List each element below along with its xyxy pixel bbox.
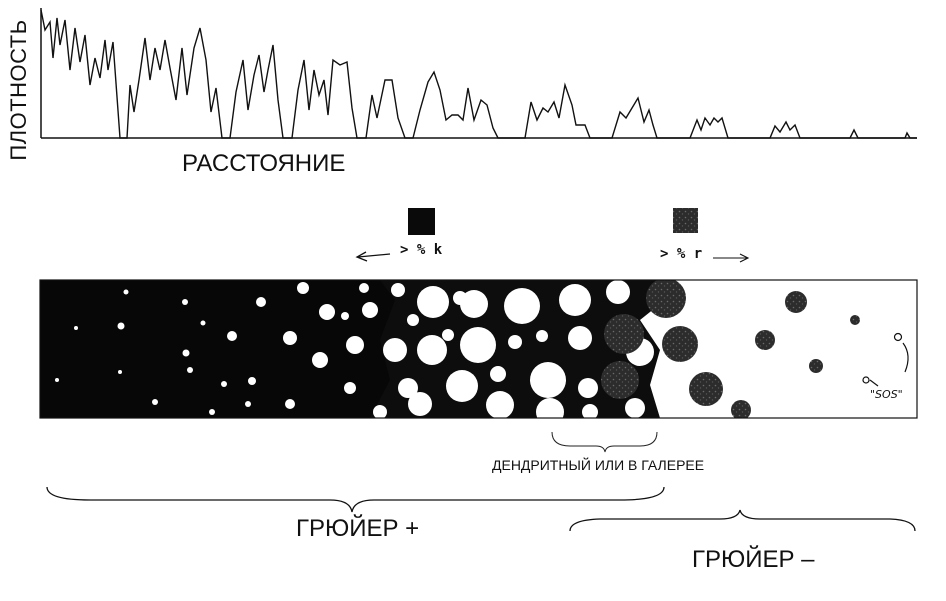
- dendritic-brace: [551, 431, 658, 453]
- dendritic-label: ДЕНДРИТНЫЙ ИЛИ В ГАЛЕРЕЕ: [492, 457, 705, 473]
- gruyere-minus-label: ГРЮЙЕР –: [692, 546, 815, 573]
- legend: [355, 208, 750, 263]
- legend-r-swatch: [673, 208, 698, 233]
- gruyere-plus-label: ГРЮЙЕР +: [296, 515, 420, 542]
- small-holes: [55, 282, 419, 418]
- density-trace: [40, 9, 917, 139]
- speckled-holes: [601, 280, 860, 418]
- legend-r-arrow: [713, 253, 750, 263]
- strip-border: [39, 279, 918, 419]
- density-plot: [40, 8, 917, 139]
- sos-label: "SOS": [870, 388, 903, 401]
- legend-k-arrow: [355, 251, 391, 262]
- legend-k-swatch: [408, 208, 435, 235]
- legend-r-label: > % r: [660, 246, 703, 262]
- y-axis-label-text: ПЛОТНОСТЬ: [6, 19, 31, 161]
- gruyere-minus-brace: [569, 509, 916, 532]
- sos-holes: [862, 332, 909, 387]
- x-axis-label: РАССТОЯНИЕ: [182, 150, 346, 177]
- cheese-strip: [40, 280, 917, 418]
- legend-k-label: > % k: [400, 242, 443, 258]
- y-axis-label: ПЛОТНОСТЬ: [4, 10, 34, 170]
- gruyere-plus-brace: [46, 486, 665, 513]
- large-holes: [383, 280, 654, 418]
- strip-dark-region: [40, 280, 435, 418]
